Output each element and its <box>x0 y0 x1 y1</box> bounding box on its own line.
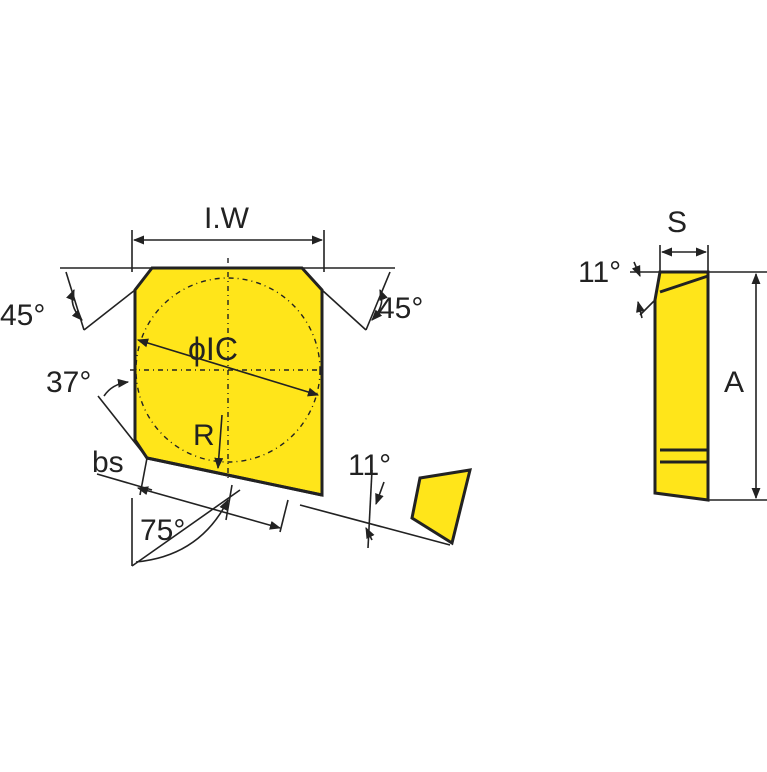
ic-diameter-line <box>136 338 320 397</box>
iw-label: I.W <box>204 202 250 235</box>
radius-line <box>214 414 224 470</box>
angle-75-construction <box>131 486 289 567</box>
side-body <box>653 270 710 502</box>
clearance-section-body <box>410 468 472 546</box>
angle-45-right-label: 45° <box>378 292 423 325</box>
angle-11-side-label: 11° <box>578 256 621 289</box>
r-label: R <box>193 419 215 452</box>
a-label: A <box>724 366 744 399</box>
iw-dimension <box>131 230 325 272</box>
angle-11-side-construction <box>630 261 708 319</box>
ic-label: ϕIC <box>188 331 238 367</box>
angle-45-left-construction <box>60 267 152 331</box>
s-label: S <box>667 206 687 239</box>
angle-11-clearance-label: 11° <box>348 449 391 482</box>
insert-top-view <box>130 258 326 497</box>
bs-label: bs <box>92 446 124 479</box>
clearance-section <box>299 468 472 549</box>
s-dimension <box>659 245 709 272</box>
angle-37-label: 37° <box>46 366 91 399</box>
insert-side-view <box>653 270 710 502</box>
inscribed-circle <box>135 277 321 463</box>
a-dimension <box>708 271 767 501</box>
angle-75-label: 75° <box>140 514 185 547</box>
angle-37-construction <box>97 378 148 459</box>
chamfer-edge <box>146 456 323 497</box>
angle-45-right-construction <box>302 267 395 331</box>
angle-45-left-label: 45° <box>0 299 45 332</box>
